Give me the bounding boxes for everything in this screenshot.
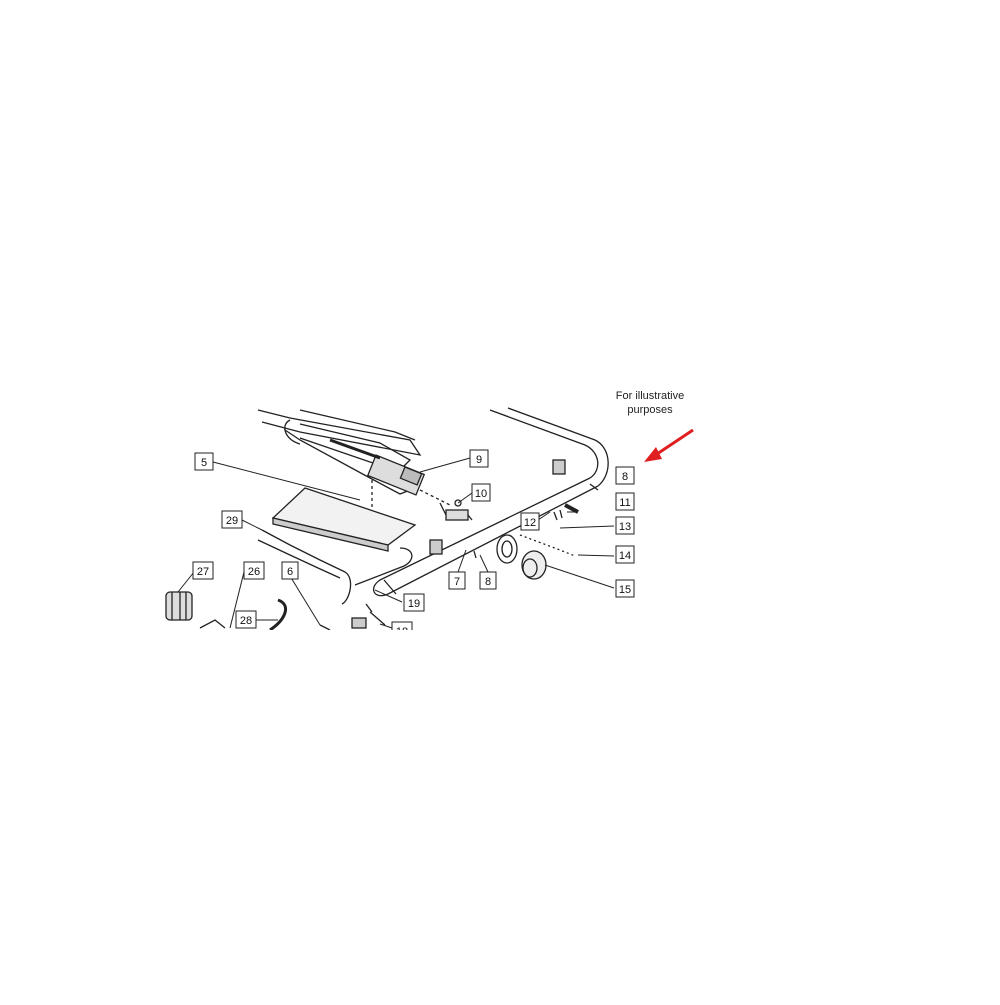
callout-11: 11 [615,492,635,511]
callout-label-19: 19 [408,598,420,610]
callout-13: 13 [615,516,635,535]
callout-6: 6 [281,561,299,580]
drawing-lines [165,407,609,630]
callout-label-29: 29 [226,515,238,527]
callout-label-7: 7 [454,576,460,588]
callout-8-top: 8 [615,466,635,485]
callout-label-27: 27 [197,566,209,578]
callout-14: 14 [615,545,635,564]
valve [439,499,473,521]
callout-label-11: 11 [619,497,630,509]
callout-label-6: 6 [287,566,293,578]
callout-7: 7 [448,571,466,590]
callout-10: 10 [471,483,491,502]
callout-label-9: 9 [476,454,482,466]
burner-assembly [257,409,426,496]
callout-19: 19 [403,593,425,612]
leader-lines [177,457,615,629]
manifold-frame [372,407,609,597]
callout-12: 12 [520,512,540,531]
illustrative-note-line1: For illustrative [615,390,685,402]
heat-shield-plate [271,487,417,586]
callout-label-15: 15 [619,584,631,596]
bezel-ring [496,534,518,564]
callout-27: 27 [192,561,214,580]
regulator [165,591,193,621]
callout-28: 28 [235,610,257,629]
illustrative-note: For illustrative purposes [590,389,710,417]
callout-5: 5 [194,452,214,471]
callout-label-18: 18 [396,626,408,638]
callout-label-13: 13 [619,521,631,533]
callout-29: 29 [221,510,243,529]
illustrative-note-line2: purposes [627,404,673,416]
callout-label-10: 10 [475,488,487,500]
callout-9: 9 [469,449,489,468]
callout-label-28: 28 [240,615,252,627]
callout-8-bottom: 8 [479,571,497,590]
callout-label-8-top: 8 [622,471,628,483]
callout-26: 26 [243,561,265,580]
callout-15: 15 [615,579,635,598]
red-arrow-icon [644,428,694,462]
callout-label-14: 14 [619,550,631,562]
gas-tube [261,529,352,605]
callout-label-12: 12 [524,517,536,529]
callout-label-8-bottom: 8 [485,576,491,588]
callout-label-26: 26 [248,566,260,578]
callout-18: 18 [391,621,413,638]
callout-label-5: 5 [201,457,207,469]
